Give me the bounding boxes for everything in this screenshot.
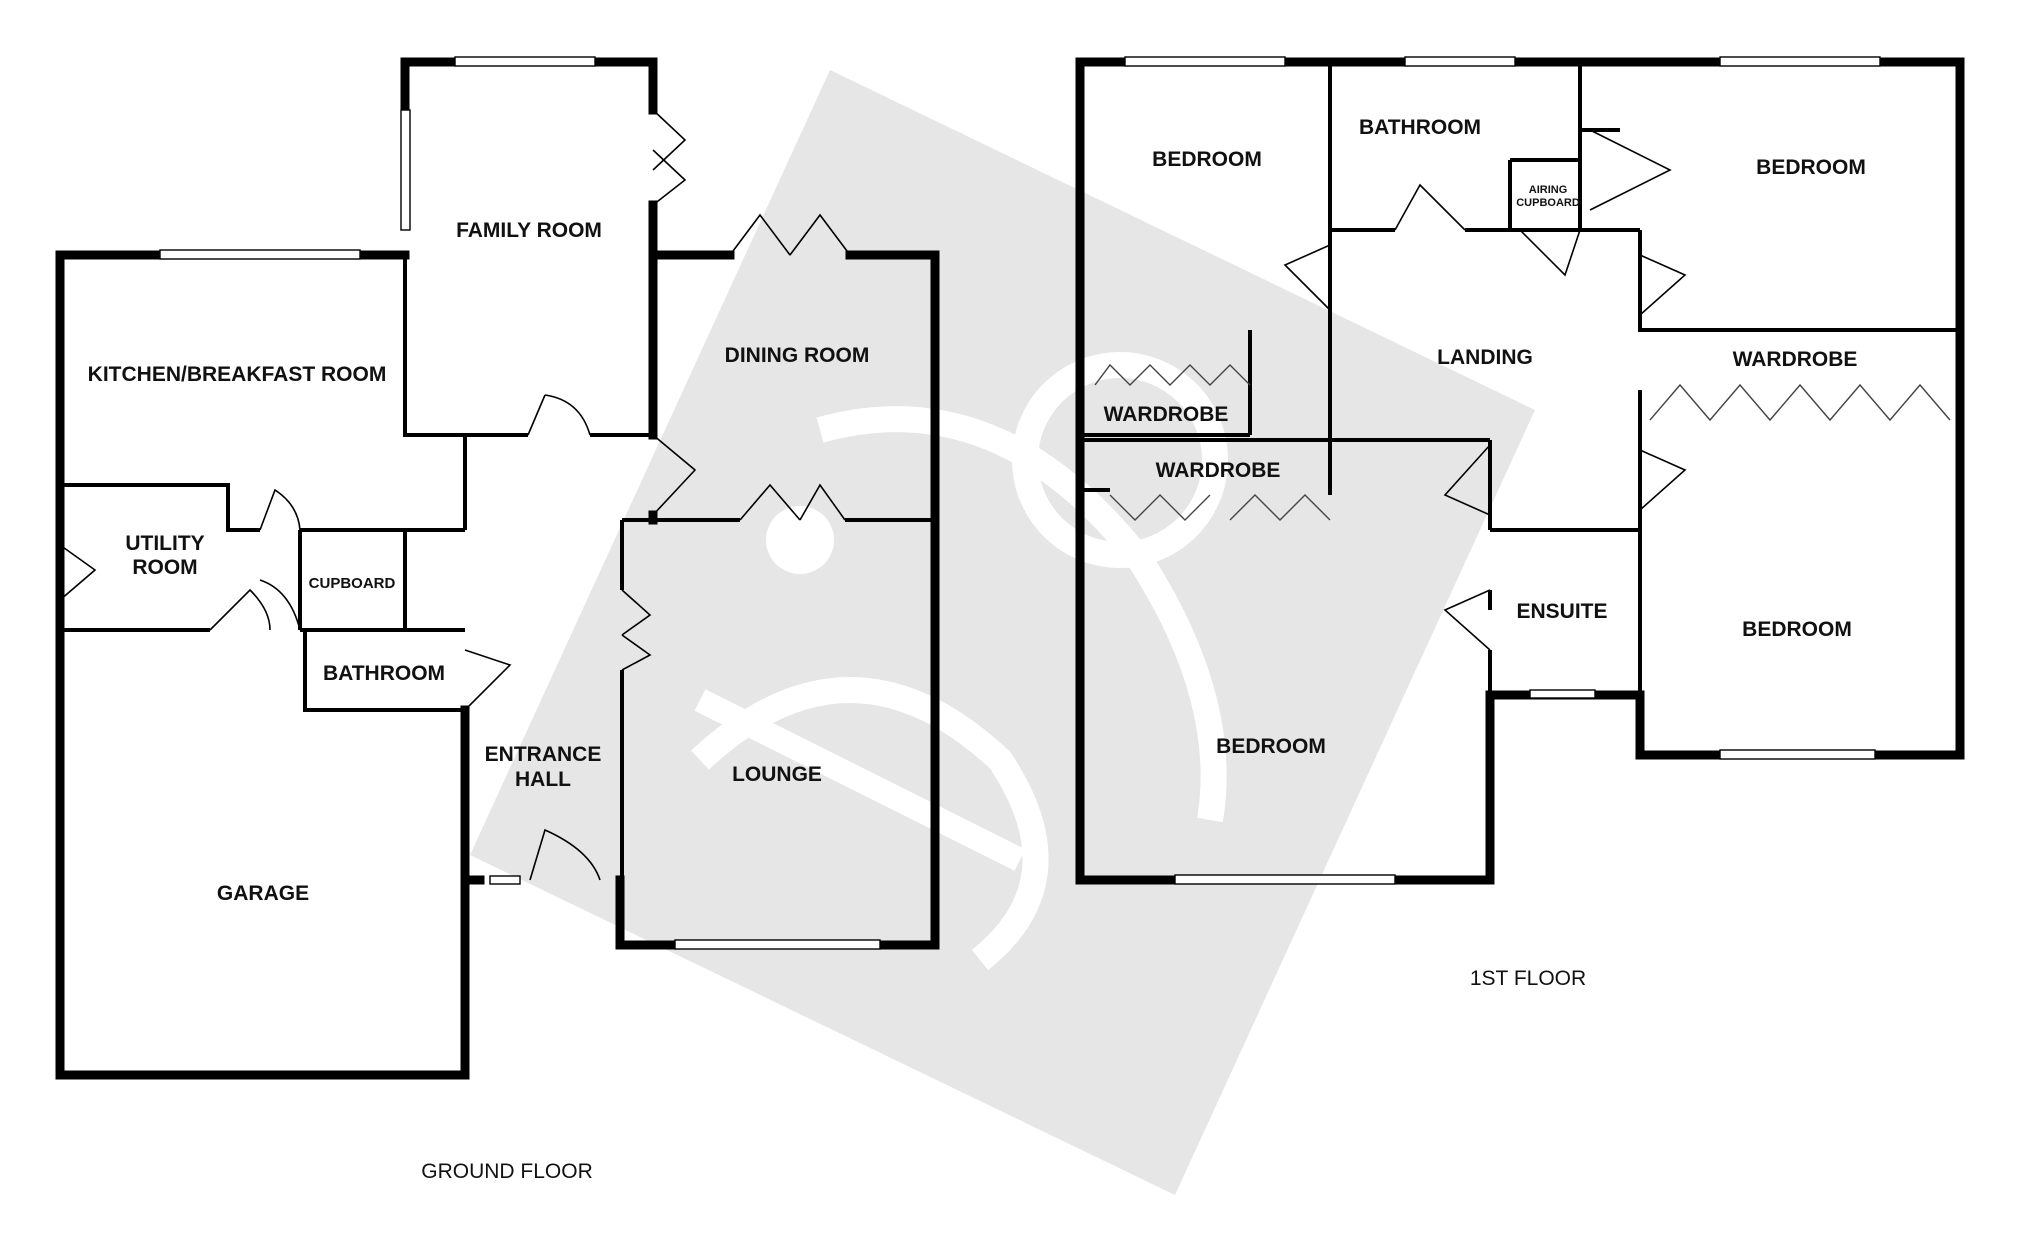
label-family-room: FAMILY ROOM: [456, 219, 602, 242]
label-wardrobe-left-upper: WARDROBE: [1104, 403, 1229, 426]
label-airing-cupboard-line2: CUPBOARD: [1516, 197, 1580, 209]
label-bedroom-top-right: BEDROOM: [1756, 156, 1866, 179]
label-bedroom-main: BEDROOM: [1216, 735, 1326, 758]
watermark-logo: [470, 70, 1535, 1195]
label-wardrobe-left-lower: WARDROBE: [1156, 459, 1281, 482]
caption-first-floor: 1ST FLOOR: [1470, 967, 1586, 990]
label-garage: GARAGE: [217, 882, 309, 905]
label-bedroom-right: BEDROOM: [1742, 618, 1852, 641]
label-utility-room-line1: UTILITY: [125, 532, 204, 555]
ground-floor-doors: [59, 109, 851, 881]
label-ensuite: ENSUITE: [1516, 600, 1607, 623]
label-cupboard: CUPBOARD: [309, 575, 396, 592]
first-floor-doors: [1094, 129, 1951, 651]
ground-floor-windows: [80, 56, 881, 1077]
label-wardrobe-right: WARDROBE: [1733, 348, 1858, 371]
label-ground-bathroom: BATHROOM: [323, 662, 445, 685]
label-airing-cupboard-line1: AIRING: [1529, 184, 1568, 196]
label-utility-room-line2: ROOM: [132, 556, 197, 579]
label-landing: LANDING: [1437, 346, 1533, 369]
label-first-bathroom: BATHROOM: [1359, 116, 1481, 139]
label-kitchen-breakfast-room: KITCHEN/BREAKFAST ROOM: [88, 363, 387, 386]
caption-ground-floor: GROUND FLOOR: [421, 1160, 593, 1183]
label-entrance-hall-line1: ENTRANCE: [485, 743, 602, 766]
label-bedroom-top-left: BEDROOM: [1152, 148, 1262, 171]
label-lounge: LOUNGE: [732, 763, 822, 786]
first-floor-walls: [1075, 57, 1965, 885]
label-dining-room: DINING ROOM: [725, 344, 870, 367]
label-entrance-hall-line2: HALL: [515, 768, 571, 791]
first-floor-windows: [1124, 56, 1881, 885]
